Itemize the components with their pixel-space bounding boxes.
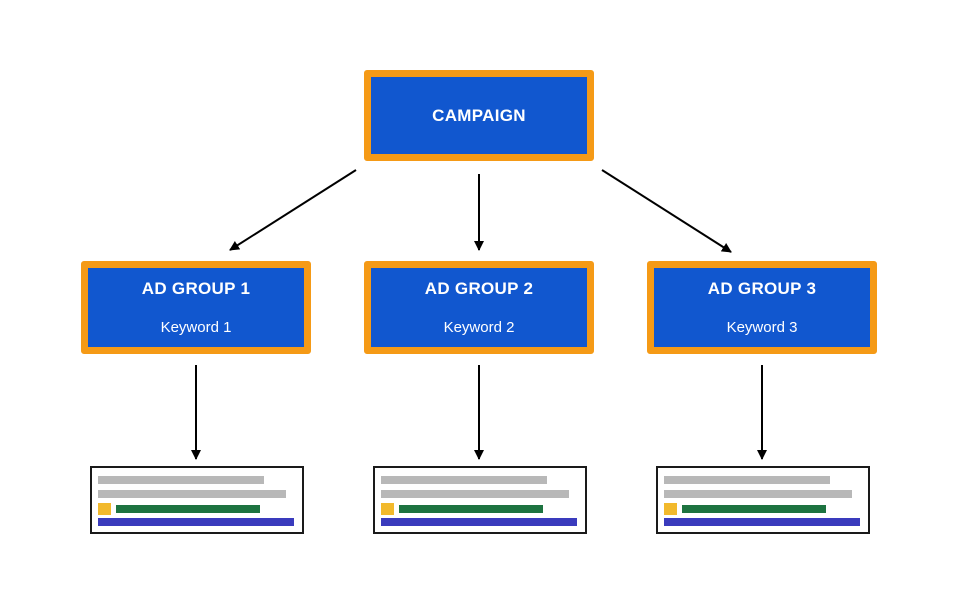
ad-description-line (381, 490, 569, 498)
ad-group-label: AD GROUP 3 (707, 279, 817, 298)
ad-headline-line (381, 476, 547, 484)
ad-badge (381, 503, 394, 515)
ad-url-line (399, 505, 543, 513)
ad-badge (98, 503, 111, 515)
ad-headline-line (664, 476, 830, 484)
ad-preview-icon (90, 466, 304, 534)
ad-badge (664, 503, 677, 515)
ad-link-line (664, 518, 860, 526)
ad-preview-icon (373, 466, 587, 534)
ad-group-box-2: AD GROUP 2 Keyword 2 (364, 261, 594, 354)
ad-url-line (116, 505, 260, 513)
campaign-box: CAMPAIGN (364, 70, 594, 161)
ad-url-line (682, 505, 826, 513)
ad-group-label: AD GROUP 2 (424, 279, 534, 298)
ad-headline-line (98, 476, 264, 484)
ad-link-line (381, 518, 577, 526)
ad-group-label: AD GROUP 1 (141, 279, 251, 298)
ad-group-box-1: AD GROUP 1 Keyword 1 (81, 261, 311, 354)
ad-description-line (98, 490, 286, 498)
ad-preview-icon (656, 466, 870, 534)
arrow-campaign-to-group-3 (601, 169, 732, 253)
campaign-label: CAMPAIGN (432, 105, 526, 125)
ad-description-line (664, 490, 852, 498)
arrow-campaign-to-group-1 (229, 169, 357, 251)
ad-group-keyword: Keyword 1 (160, 319, 232, 336)
ad-group-box-3: AD GROUP 3 Keyword 3 (647, 261, 877, 354)
ad-link-line (98, 518, 294, 526)
ad-group-keyword: Keyword 2 (443, 319, 515, 336)
ad-group-keyword: Keyword 3 (726, 319, 798, 336)
